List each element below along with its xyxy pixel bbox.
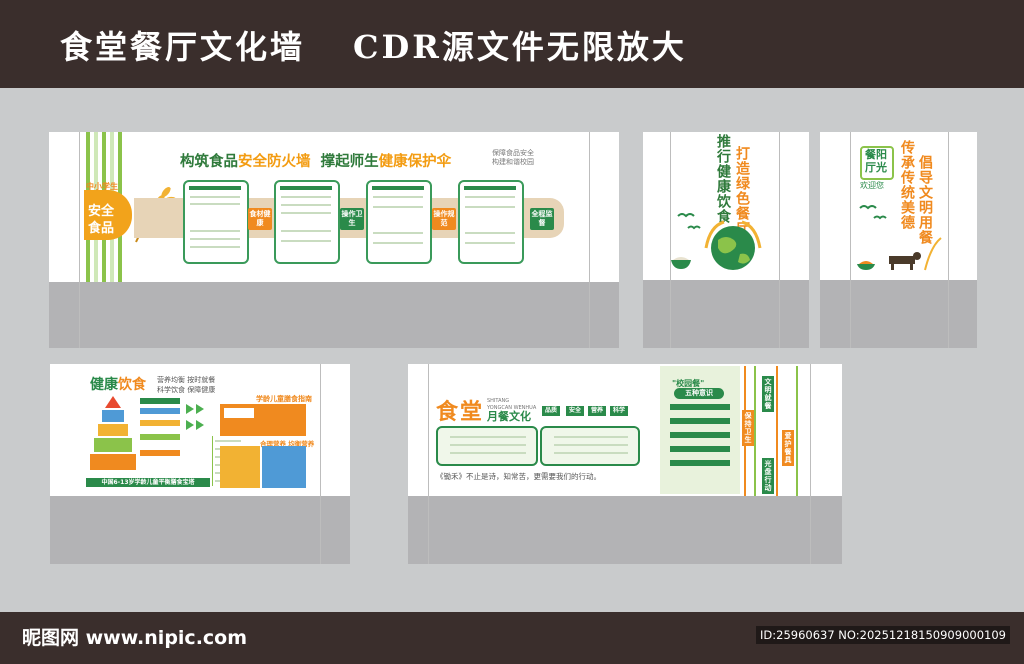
side-tag-clean-plate: 光盘行动 xyxy=(762,458,774,494)
side-tag-hygiene: 保持卫生 xyxy=(742,410,754,446)
board-tag-2: 操作卫生 xyxy=(340,208,364,230)
birds-icon-2 xyxy=(859,205,887,220)
food-pyramid-icon xyxy=(90,396,136,470)
panel2-floor xyxy=(643,280,809,348)
panel-culture xyxy=(820,132,977,280)
side-big-label-1: 安全 xyxy=(88,204,115,219)
panel4-floor xyxy=(50,496,350,564)
guide-board-sub: 合理营养 均衡营养 xyxy=(260,440,315,448)
science-tag: 科学 xyxy=(610,406,628,416)
side-big-label-2: 食品 xyxy=(88,221,115,236)
side-tag-civilized-dining: 文明就餐 xyxy=(762,376,774,412)
title-left: 食堂餐厅文化墙 xyxy=(60,28,306,66)
site-brand[interactable]: 昵图网 www.nipic.com xyxy=(22,627,248,649)
panel5-title: 食堂 xyxy=(436,400,485,425)
globe-icon xyxy=(704,220,762,270)
panel2-slogan-2: 打造绿色餐厅 xyxy=(734,146,750,236)
five-awareness-title: "校园餐" xyxy=(672,379,705,388)
guide-board-title: 学龄儿童膳食指南 xyxy=(256,395,312,403)
panel3-slogan-1: 传承传统美德 xyxy=(899,140,915,230)
panel1-floor xyxy=(49,282,619,348)
panel5-title-sub: 月餐文化 xyxy=(487,410,531,423)
top-title: 食堂餐厅文化墙 CDR源文件无限放大 xyxy=(60,22,735,68)
image-id-label: ID:25960637 NO:20251218150909000109 xyxy=(756,626,1010,644)
five-awareness-board xyxy=(660,366,740,494)
title-right: CDR源文件无限放大 xyxy=(353,28,687,66)
five-awareness-subtitle: 五种意识 xyxy=(674,388,724,399)
menu-board-1 xyxy=(436,426,538,466)
side-small-label: 中小学生 xyxy=(86,182,118,191)
info-board-2 xyxy=(274,180,340,264)
panel5-floor xyxy=(408,496,842,564)
pyramid-caption: 中国6-13岁学龄儿童平衡膳食宝塔 xyxy=(86,478,210,487)
panel4-slogan: 营养均衡 按时就餐科学饮食 保障健康 xyxy=(157,376,216,394)
info-board-4 xyxy=(458,180,524,264)
side-badge xyxy=(84,190,132,240)
arrow-icon xyxy=(186,420,194,430)
panel2-slogan-1: 推行健康饮食 xyxy=(715,134,731,224)
board-tag-1: 食材健康 xyxy=(248,208,272,230)
bowl-icon xyxy=(671,257,691,269)
panel1-subtitle: 保障食品安全构建和谐校园 xyxy=(492,149,534,166)
panel4-title: 健康饮食 xyxy=(90,377,146,393)
info-board-1 xyxy=(183,180,249,264)
arrow-icon xyxy=(196,420,204,430)
quality-tag: 品质 xyxy=(542,406,560,416)
nutrition-tag: 营养 xyxy=(588,406,606,416)
info-board-3 xyxy=(366,180,432,264)
menu-board-2 xyxy=(540,426,640,466)
panel1-heading: 构筑食品安全防火墙 撑起师生健康保护伞 xyxy=(180,154,452,170)
board-tag-3: 操作规范 xyxy=(432,208,456,230)
panel3-slogan-2: 倡导文明用餐 xyxy=(917,155,933,245)
arrow-icon xyxy=(186,404,194,414)
diet-checklist xyxy=(212,436,213,486)
arrow-icon xyxy=(196,404,204,414)
welcome-text: 欢迎您 xyxy=(860,181,884,190)
sunshine-badge-text: 餐阳厅光 xyxy=(865,148,887,174)
top-banner xyxy=(0,0,1024,88)
safety-tag: 安全 xyxy=(566,406,584,416)
panel3-floor xyxy=(820,280,977,348)
ox-farmer-icon xyxy=(857,237,942,271)
birds-icon xyxy=(677,213,701,230)
panel5-poem: 《锄禾》不止是诗，知常苦，更需要我们的行动。 xyxy=(436,472,601,481)
board-tag-4: 全程监督 xyxy=(530,208,554,230)
sunshine-badge xyxy=(860,146,894,180)
side-tag-protect-tableware: 爱护餐具 xyxy=(782,430,794,466)
